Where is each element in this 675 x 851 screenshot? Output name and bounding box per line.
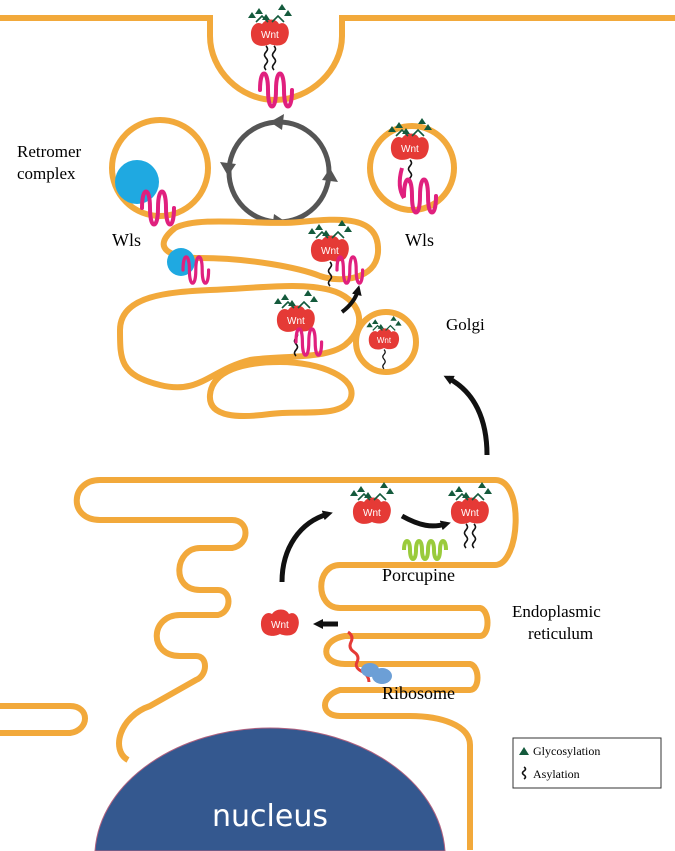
- er-label-2: reticulum: [528, 624, 593, 643]
- legend-asylation: Asylation: [533, 767, 580, 781]
- legend-glycosylation: Glycosylation: [533, 744, 600, 758]
- wnt-golgi-upper: Wnt: [307, 219, 353, 287]
- golgi-label: Golgi: [446, 315, 485, 334]
- svg-text:Wnt: Wnt: [287, 316, 305, 327]
- wnt-golgi-lower: Wnt: [273, 289, 319, 357]
- wnt-transport-vesicle: Wnt: [365, 315, 403, 370]
- svg-text:Wnt: Wnt: [363, 508, 381, 519]
- ribosome-label: Ribosome: [382, 683, 455, 703]
- wls-label-right: Wls: [405, 230, 434, 250]
- wls-label-left: Wls: [112, 230, 141, 250]
- endoplasmic-reticulum: [73, 477, 519, 850]
- svg-text:Wnt: Wnt: [271, 620, 289, 631]
- porcupine-label: Porcupine: [382, 565, 455, 585]
- nucleus: [94, 727, 446, 851]
- wnt-membrane-top: Wnt: [247, 3, 293, 71]
- arrow-er-to-golgi: [443, 375, 490, 456]
- glycosylation-legend-icon: [519, 747, 529, 755]
- wnt-er-new: Wnt: [260, 609, 299, 636]
- recycling-cycle: [220, 114, 338, 230]
- ribosome: [361, 663, 392, 684]
- asylation-legend-icon: [521, 766, 527, 780]
- svg-text:Wnt: Wnt: [461, 508, 479, 519]
- arrow-golgi-to-wls: [340, 285, 362, 314]
- wnt-er-glycosylated: Wnt: [349, 481, 395, 524]
- arrow-porcupine: [400, 513, 451, 531]
- svg-text:Wnt: Wnt: [261, 30, 279, 41]
- retromer-complex-left: [115, 160, 159, 204]
- porcupine-protein: [402, 539, 448, 561]
- svg-text:Wnt: Wnt: [321, 246, 339, 257]
- er-label: Endoplasmic: [512, 602, 601, 621]
- er-lower-left: [0, 703, 88, 736]
- wnt-er-acylated: Wnt: [447, 481, 493, 549]
- legend: Glycosylation Asylation: [512, 737, 662, 789]
- nucleus-label: nucleus: [212, 799, 328, 834]
- retromer-label: Retromer: [17, 142, 82, 161]
- arrow-er-up: [279, 510, 333, 583]
- svg-text:Wnt: Wnt: [401, 144, 419, 155]
- svg-text:Wnt: Wnt: [377, 336, 392, 345]
- plasma-membrane: [0, 15, 675, 104]
- wnt-vesicle-right: Wnt: [387, 117, 433, 185]
- retromer-label-2: complex: [17, 164, 76, 183]
